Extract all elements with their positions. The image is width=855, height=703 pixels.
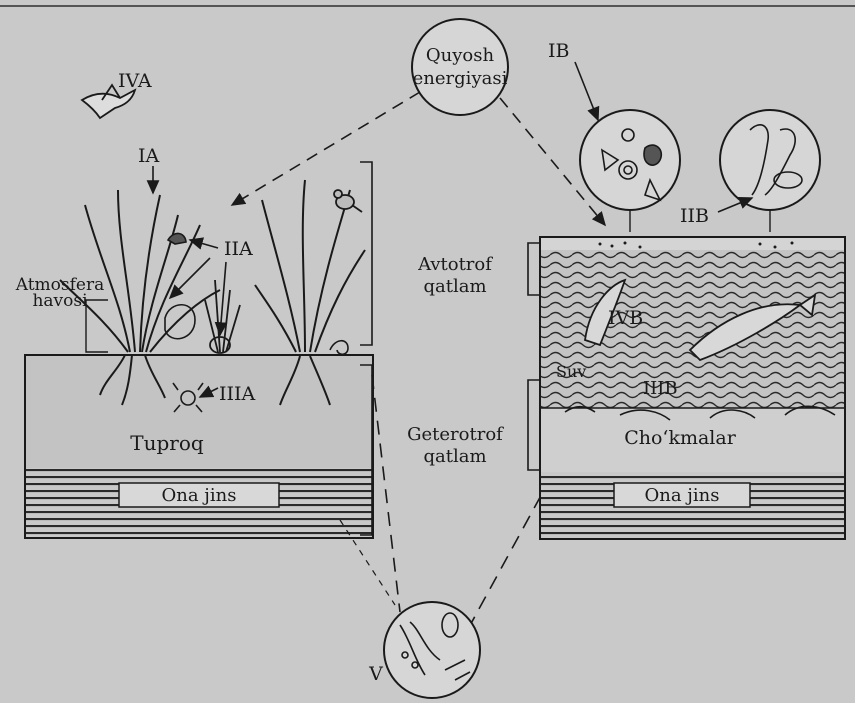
label-avtotrof-1: Avtotrof <box>417 254 493 275</box>
sun-energy-circle <box>412 19 508 115</box>
label-iib: IIB <box>680 205 709 227</box>
small-plant <box>205 280 240 353</box>
iia-arrow-1 <box>190 240 218 248</box>
iia-arrow-3 <box>220 262 226 335</box>
label-iiib: IIIB <box>643 378 678 399</box>
label-ivb: IVB <box>608 307 643 329</box>
label-suv: Suv <box>556 362 586 381</box>
water-surface-plankton <box>541 238 844 250</box>
label-avtotrof-2: qatlam <box>423 276 486 297</box>
label-iva: IVA <box>118 70 152 92</box>
label-v: V <box>368 663 383 685</box>
label-ib: IB <box>548 40 569 62</box>
phytoplankton-circle <box>580 110 680 210</box>
label-sun-1: Quyosh <box>426 45 495 66</box>
label-ona-jins-left: Ona jins <box>162 485 237 506</box>
label-geterotrof-2: qatlam <box>423 446 486 467</box>
label-iiia: IIIA <box>219 383 256 405</box>
autotrophic-bracket-right <box>528 243 540 295</box>
zooplankton-circle <box>720 110 820 210</box>
soil-to-decomposer-line <box>372 375 400 612</box>
heterotrophic-bracket-right <box>528 380 540 470</box>
ib-arrow <box>575 62 598 120</box>
label-ia: IA <box>138 145 160 167</box>
label-tuproq: Tuproq <box>130 431 204 455</box>
sun-to-land-arrow <box>232 92 420 205</box>
label-iia: IIA <box>224 238 253 260</box>
aquatic-system: IB IIB IVB IIIB Suv Cho‘kmalar Ona jins <box>540 40 845 539</box>
terrestrial-system: IVA IA IIA IIIA Atmosfera havosi Tuproq … <box>15 70 373 538</box>
iia-arrow-2 <box>170 258 210 298</box>
label-ona-jins-right: Ona jins <box>645 485 720 506</box>
label-chokmalar: Cho‘kmalar <box>624 427 737 449</box>
label-atmosfera-2: havosi <box>32 291 88 311</box>
label-sun-2: energiyasi <box>413 68 508 89</box>
decomposer-circle <box>384 602 480 698</box>
label-geterotrof-1: Geterotrof <box>407 424 504 445</box>
